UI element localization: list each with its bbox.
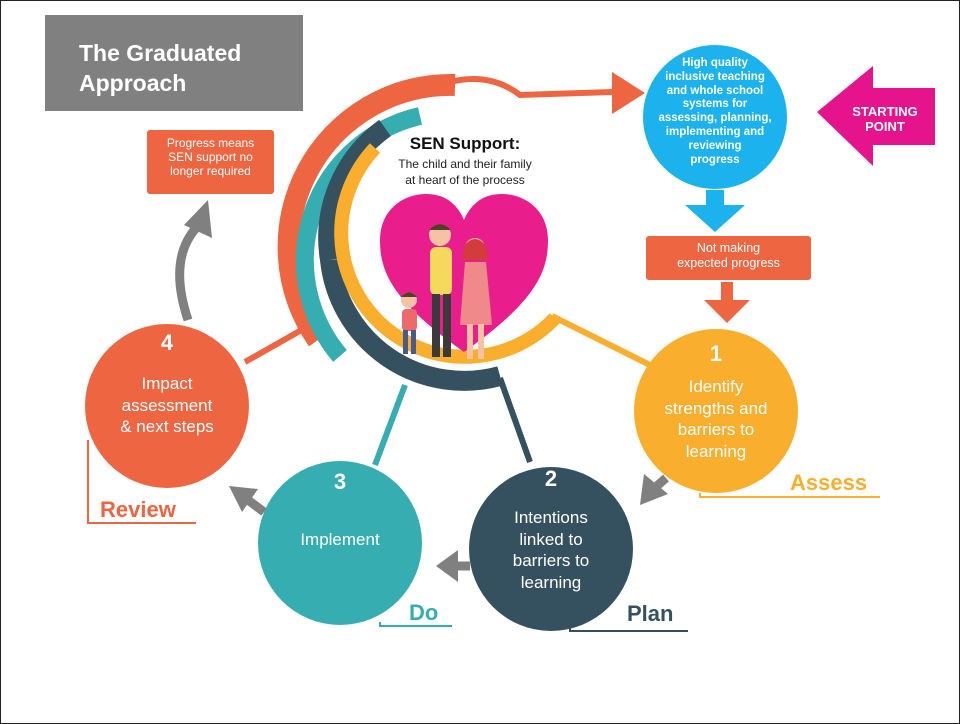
progress-box-text: Progress means SEN support no longer req… <box>147 136 274 178</box>
gray-arrow-1-2-head <box>640 474 668 505</box>
starting-circle <box>643 45 787 189</box>
stage-4-line-2: assessment <box>121 395 213 415</box>
stage-4-line-3: & next steps <box>120 417 214 437</box>
progress-line-1: Progress means <box>166 136 255 150</box>
not-progress-box <box>646 236 811 280</box>
stage-3-number: 3 <box>333 469 347 494</box>
stage-1-text: Identify strengths and barriers to learn… <box>646 376 786 462</box>
stage-4-line-1: Impact <box>141 374 193 393</box>
title-line-2: Approach <box>79 70 187 96</box>
plan-connector <box>497 376 533 464</box>
stage-2-label: Plan <box>627 601 674 626</box>
stage-3-line-1: Implement <box>300 530 380 549</box>
do-connector <box>372 383 408 467</box>
stage-3-label: Do <box>409 600 439 625</box>
start-line-8: progress <box>690 153 740 166</box>
heart-shape <box>380 194 548 352</box>
starting-point-arrow <box>817 66 935 166</box>
stage-1-line-4: learning <box>685 441 747 461</box>
stage-1-number: 1 <box>709 341 723 366</box>
start-line-2: inclusive teaching <box>665 70 765 83</box>
starting-point-line-1: STARTING <box>852 104 918 119</box>
plan-arc <box>320 258 503 391</box>
stage-2-circle <box>469 467 633 631</box>
not-progress-down-arrow <box>704 282 750 323</box>
start-line-1: High quality <box>682 57 748 69</box>
starting-point-label: STARTING POINT <box>835 104 935 135</box>
stage-2-line-4: learning <box>520 572 582 592</box>
start-circle-text: High quality inclusive teaching and whol… <box>650 57 780 167</box>
not-progress-line-2: expected progress <box>677 255 780 270</box>
center-heading: SEN Support: <box>409 134 521 153</box>
assess-connector <box>550 313 662 373</box>
stage-4-label: Review <box>100 497 176 522</box>
start-line-3: and whole school <box>666 84 764 97</box>
not-progress-text: Not making expected progress <box>646 241 811 271</box>
start-line-6: implementing and <box>665 125 765 138</box>
progress-box <box>147 130 274 194</box>
gray-arrow-3-4-head <box>229 486 258 512</box>
top-flow-arrowhead <box>612 72 645 114</box>
start-line-4: systems for <box>682 98 748 111</box>
assess-underline <box>699 493 880 498</box>
gray-arrow-4-up-head <box>184 200 212 238</box>
plan-arc-top <box>318 119 391 262</box>
not-progress-line-1: Not making <box>696 241 761 255</box>
do-underline <box>379 622 452 627</box>
progress-line-2: SEN support no <box>168 150 253 165</box>
progress-line-3: longer required <box>170 164 251 179</box>
start-line-7: reviewing <box>688 139 742 152</box>
stage-3-text: Implement <box>270 530 410 550</box>
title-line-1: The Graduated <box>79 40 242 66</box>
stage-2-line-1: Intentions <box>514 508 588 527</box>
stage-1-label: Assess <box>790 470 868 495</box>
starting-point-line-2: POINT <box>865 119 905 135</box>
title-box: The Graduated Approach <box>45 15 303 111</box>
stage-1-circle <box>634 329 798 493</box>
review-arc <box>277 73 456 347</box>
stage-4-circle <box>85 324 249 488</box>
stage-1-line-3: barriers to <box>677 420 755 440</box>
stage-3-circle <box>258 461 422 625</box>
stage-4-number: 4 <box>160 330 174 355</box>
stage-2-text: Intentions linked to barriers to learnin… <box>481 507 621 593</box>
gray-arrow-2-3-head <box>436 550 458 582</box>
family-illustration <box>401 224 492 359</box>
top-flow-arrow-line <box>449 76 613 99</box>
review-connector <box>243 325 307 365</box>
assess-arc <box>334 143 561 364</box>
stage-2-line-3: barriers to <box>512 551 590 571</box>
gray-arrow-4-up-line <box>175 225 200 322</box>
center-subtitle-line1: The child and their family <box>398 157 532 171</box>
plan-underline <box>569 628 688 632</box>
stage-2-line-2: linked to <box>519 529 583 549</box>
stage-1-line-1: Identify <box>688 377 744 396</box>
review-underline <box>87 440 196 524</box>
start-down-arrow <box>685 190 745 232</box>
stage-4-text: Impact assessment & next steps <box>97 373 237 438</box>
stage-2-number: 2 <box>544 466 558 491</box>
stage-1-line-2: strengths and <box>664 398 768 418</box>
center-subtitle-line2: at heart of the process <box>405 173 525 187</box>
start-line-5: assessing, planning, <box>658 112 772 125</box>
